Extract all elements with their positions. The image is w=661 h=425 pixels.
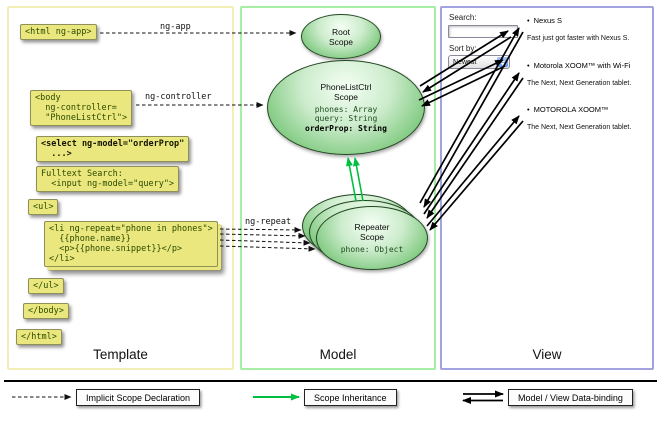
view-column-label: View <box>532 347 562 362</box>
phonelistctrl-scope-props: phones: Array query: String <box>314 104 378 124</box>
code-body-close: </body> <box>23 303 69 319</box>
select-stepper-icon <box>497 57 508 67</box>
chevron-up-icon <box>500 58 505 62</box>
code-html-close: </html> <box>16 329 62 345</box>
code-html-open: <html ng-app> <box>20 24 97 40</box>
phone-list-item: • Motorola XOOM™ with Wi-Fi The Next, Ne… <box>527 61 651 89</box>
code-li-ng-repeat: <li ng-repeat="phone in phones"> {{phone… <box>44 221 218 267</box>
sort-by-label: Sort by: <box>449 44 477 53</box>
search-input[interactable] <box>448 25 518 38</box>
code-fulltext-search: Fulltext Search: <input ng-model="query"… <box>36 166 180 192</box>
code-body-open: <body ng-controller= "PhoneListCtrl"> <box>30 90 133 126</box>
phone-name: Nexus S <box>533 16 562 25</box>
phone-name: MOTOROLA XOOM™ <box>533 105 609 114</box>
repeater-scope-prop: phone: Object <box>340 244 404 254</box>
code-select-ng-model: <select ng-model="orderProp" ...> <box>36 136 190 162</box>
ng-app-arrow-label: ng-app <box>160 22 191 32</box>
bullet-icon: • <box>527 105 530 114</box>
phone-snippet: Fast just got faster with Nexus S. <box>527 35 630 42</box>
bullet-icon: • <box>527 61 530 70</box>
ng-controller-arrow-label: ng-controller <box>145 92 212 102</box>
model-column-label: Model <box>319 347 357 362</box>
repeater-scope-title: Repeater Scope <box>354 221 390 242</box>
legend-implicit-scope: Implicit Scope Declaration <box>76 389 201 406</box>
legend-data-binding: Model / View Data-binding <box>508 389 633 406</box>
bullet-icon: • <box>527 16 530 25</box>
phone-snippet: The Next, Next Generation tablet. <box>527 80 632 87</box>
chevron-down-icon <box>500 62 505 66</box>
code-ul-close: </ul> <box>28 278 64 294</box>
sort-select-value: Newest <box>453 58 477 66</box>
template-column-label: Template <box>93 347 148 362</box>
root-scope-title: Root Scope <box>328 26 354 47</box>
legend-divider <box>4 380 657 382</box>
phone-list-item: • Nexus S Fast just got faster with Nexu… <box>527 16 651 44</box>
legend-scope-inheritance: Scope Inheritance <box>304 389 397 406</box>
model-column: Model <box>240 6 436 370</box>
phone-name: Motorola XOOM™ with Wi-Fi <box>533 61 631 70</box>
phone-list-item: • MOTOROLA XOOM™ The Next, Next Generati… <box>527 105 651 133</box>
ng-repeat-arrow-label: ng-repeat <box>245 217 292 227</box>
phone-snippet: The Next, Next Generation tablet. <box>527 124 632 131</box>
root-scope-ellipse: Root Scope <box>301 14 381 59</box>
phonelistctrl-scope-orderprop: orderProp: String <box>305 123 387 133</box>
code-ul-open: <ul> <box>28 199 59 215</box>
repeater-scope-ellipse: Repeater Scope phone: Object <box>316 206 428 270</box>
sort-select[interactable]: Newest <box>448 55 510 69</box>
search-label: Search: <box>449 13 477 22</box>
phonelistctrl-scope-title: PhoneListCtrl Scope <box>320 81 372 102</box>
phonelistctrl-scope-ellipse: PhoneListCtrl Scope phones: Array query:… <box>267 60 425 155</box>
